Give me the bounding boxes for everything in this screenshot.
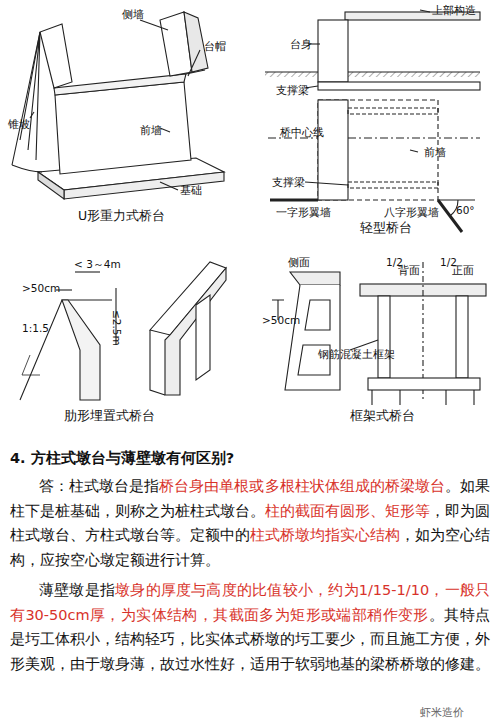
part-label: 正面: [452, 264, 474, 277]
part-label: 台帽: [204, 40, 226, 53]
part-label: 支撑梁: [276, 84, 309, 97]
light-abutment: [265, 10, 480, 232]
part-label: 前墙: [424, 146, 446, 159]
part-label: 八字形翼墙: [384, 206, 439, 219]
figure-caption: 框架式桥台: [350, 408, 415, 423]
part-label: 钢筋混凝土框架: [318, 348, 395, 361]
part-label: 前墙: [140, 124, 162, 137]
u-abutment: [12, 12, 224, 199]
figure-caption: 肋形埋置式桥台: [64, 408, 155, 423]
abutment-illustrations: [0, 0, 500, 440]
rib-abutment: [20, 262, 226, 400]
part-label: 桥中心线: [280, 126, 324, 139]
highlight-text: 桥台身由单根或多根柱状体组成的桥梁墩台: [159, 478, 445, 494]
part-label: >50cm: [22, 282, 60, 295]
part-label: 一字形翼墙: [276, 206, 331, 219]
part-label: 台身: [290, 38, 312, 51]
answer-paragraph: 答：柱式墩台是指桥台身由单根或多根柱状体组成的桥梁墩台。如果柱下是桩基础，则称之…: [10, 474, 490, 572]
part-label: 1:1.5: [22, 322, 49, 335]
part-label: 上部构造: [432, 4, 476, 17]
body-text: 薄壁墩是指: [39, 582, 115, 598]
frame-abutment: [272, 262, 486, 405]
part-label: 侧面: [288, 256, 310, 269]
part-label: 背面: [398, 264, 420, 277]
part-label: 60°: [456, 204, 475, 217]
logo-text: 虾米造价: [420, 706, 464, 719]
question-heading: 4. 方柱式墩台与薄壁墩有何区别?: [10, 446, 490, 470]
highlight-text: 柱的截面有圆形、矩形等: [265, 503, 430, 519]
part-label: >50cm: [262, 314, 300, 327]
body-text: 答：柱式墩台是指: [39, 478, 159, 494]
part-label: 支撑梁: [272, 176, 305, 189]
highlight-text: 柱式桥墩均指实心结构: [250, 527, 400, 543]
part-label: < 3～4m: [74, 258, 121, 271]
figure-caption: U形重力式桥台: [78, 208, 165, 223]
part-label: 锥坡: [8, 118, 30, 131]
part-label: 侧墙: [122, 8, 144, 21]
part-label: 基础: [180, 184, 202, 197]
part-label: ≤2.5m: [110, 310, 123, 346]
answer-paragraph: 薄壁墩是指墩身的厚度与高度的比值较小，约为1/15-1/10，一般只有30-50…: [10, 578, 490, 676]
figure-caption: 轻型桥台: [360, 220, 412, 235]
